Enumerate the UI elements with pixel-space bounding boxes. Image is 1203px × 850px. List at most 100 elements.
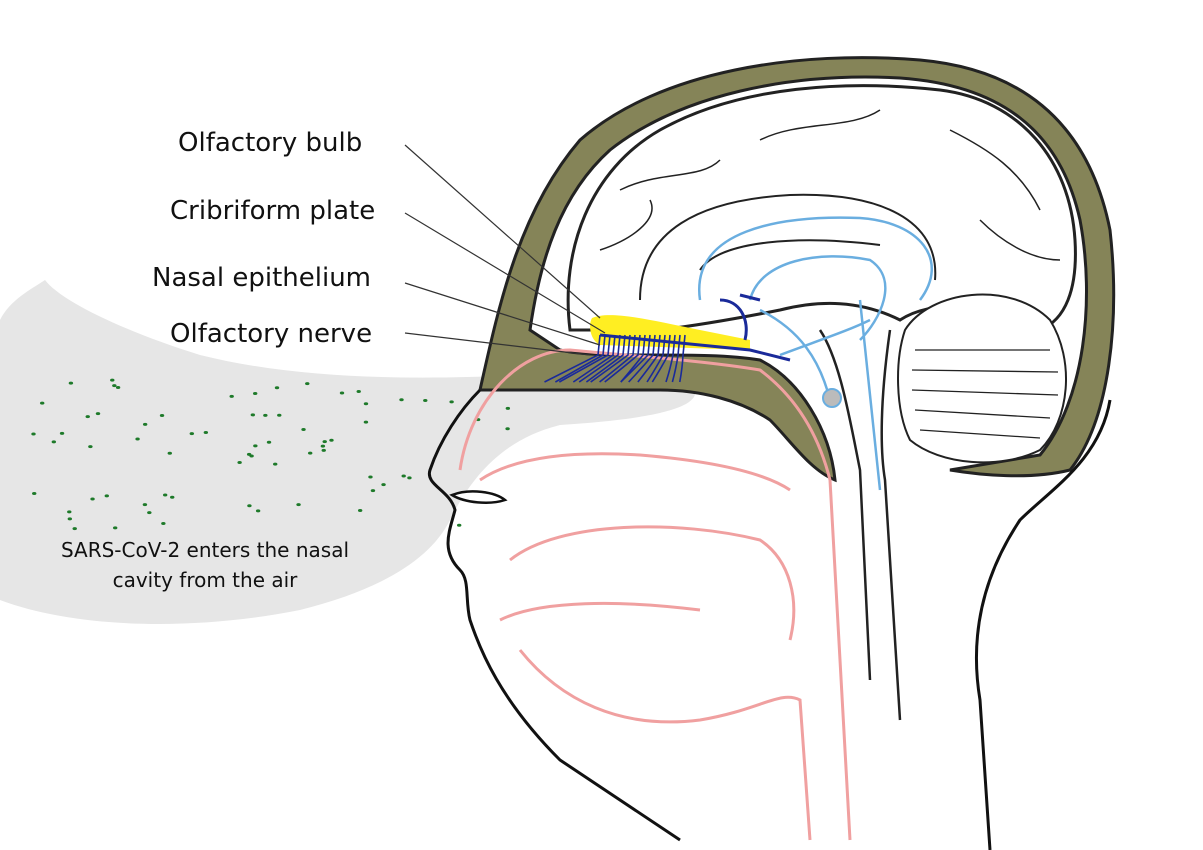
nerve-fiber <box>637 334 661 383</box>
virus-particle <box>296 503 301 507</box>
virus-particle <box>159 414 165 418</box>
virus-particle <box>423 398 428 402</box>
virus-particle <box>305 382 310 386</box>
virus-particle <box>277 413 282 417</box>
virus-particle <box>247 504 252 508</box>
nerve-fiber <box>646 334 666 383</box>
caption-line-1: SARS-CoV-2 enters the nasal <box>60 538 350 562</box>
air-cloud <box>0 280 696 624</box>
virus-particle <box>189 432 195 436</box>
virus-particle <box>255 509 261 513</box>
virus-particle <box>301 428 306 432</box>
virus-particle <box>322 440 327 444</box>
virus-particle <box>85 415 90 419</box>
virus-particle <box>307 451 313 455</box>
virus-particle <box>368 475 373 479</box>
olfactory-nerve-fibers <box>544 334 686 383</box>
virus-particle <box>505 427 510 431</box>
virus-particle <box>32 491 37 495</box>
virus-particle <box>147 511 152 515</box>
virus-particle <box>381 483 386 487</box>
cerebellum <box>897 293 1067 464</box>
virus-particle <box>104 494 109 498</box>
nerve-fiber <box>678 334 686 383</box>
virus-particle <box>112 384 117 388</box>
virus-particle <box>363 420 369 424</box>
head-outline <box>427 388 1112 850</box>
nerve-fiber <box>651 334 671 383</box>
brainstem <box>818 329 902 721</box>
nerve-fiber <box>671 334 681 383</box>
virus-particle <box>253 444 258 448</box>
virus-particle <box>320 444 326 448</box>
virus-particle <box>273 462 278 466</box>
virus-particle <box>142 422 148 426</box>
virus-particle <box>356 389 361 393</box>
virus-particle <box>51 440 57 444</box>
nerve-fiber <box>554 334 606 383</box>
virus-particle <box>162 493 168 497</box>
virus-particle <box>252 392 258 396</box>
label-nasal-epithelium: Nasal epithelium <box>152 263 371 293</box>
virus-particle <box>274 386 280 390</box>
nerve-fiber <box>599 334 636 383</box>
virus-particle <box>72 527 77 531</box>
virus-particle <box>59 431 65 435</box>
virus-particle <box>112 526 118 530</box>
virus-particle <box>357 508 363 512</box>
virus-particle <box>67 510 72 514</box>
virus-particle <box>95 412 101 416</box>
nasal-airway <box>458 348 852 841</box>
virus-particle <box>39 401 45 405</box>
nerve-fiber <box>665 334 676 383</box>
virus-particle <box>263 413 268 417</box>
leader-lines <box>404 144 606 356</box>
nerve-fiber <box>604 334 641 383</box>
label-olfactory-nerve: Olfactory nerve <box>170 319 373 349</box>
virus-particle <box>110 378 115 382</box>
virus-particle <box>399 398 404 402</box>
caption: SARS-CoV-2 enters the nasal cavity from … <box>5 535 405 595</box>
virus-particle <box>135 437 140 441</box>
nerve-fiber <box>572 334 616 383</box>
virus-particle <box>407 476 412 480</box>
virus-particle <box>250 413 256 417</box>
virus-particle <box>115 386 121 390</box>
virus-particle <box>161 521 166 525</box>
olfactory-pathways <box>698 216 933 491</box>
virus-particle <box>229 394 234 398</box>
nerve-fiber <box>585 334 626 383</box>
label-olfactory-bulb: Olfactory bulb <box>178 128 363 158</box>
virus-particle <box>449 400 454 404</box>
skull <box>478 56 1116 483</box>
virus-particle <box>370 489 376 493</box>
virus-particle <box>167 451 172 455</box>
virus-particle <box>90 497 95 501</box>
virus-particle <box>505 406 511 410</box>
virus-particle <box>456 523 462 527</box>
virus-particle <box>329 438 334 442</box>
nerve-fiber <box>578 334 621 383</box>
virus-particles <box>31 378 511 531</box>
virus-particle <box>142 503 148 507</box>
virus-particle <box>401 474 406 478</box>
nerve-fiber <box>590 334 631 383</box>
nerve-fiber <box>620 334 651 383</box>
virus-particle <box>88 445 93 449</box>
nerve-fiber <box>544 334 601 383</box>
virus-particle <box>363 402 369 406</box>
virus-particle <box>339 391 345 395</box>
nostril <box>449 490 508 504</box>
virus-particle <box>246 452 252 456</box>
nerve-fiber <box>558 334 611 383</box>
virus-particle <box>203 431 209 435</box>
nerve-fiber <box>628 334 656 383</box>
brain <box>566 84 1077 332</box>
virus-particle <box>67 517 73 521</box>
virus-particle <box>68 381 74 385</box>
label-cribriform-plate: Cribriform plate <box>170 196 376 226</box>
caption-line-2: cavity from the air <box>112 568 298 592</box>
virus-particle <box>266 440 272 444</box>
